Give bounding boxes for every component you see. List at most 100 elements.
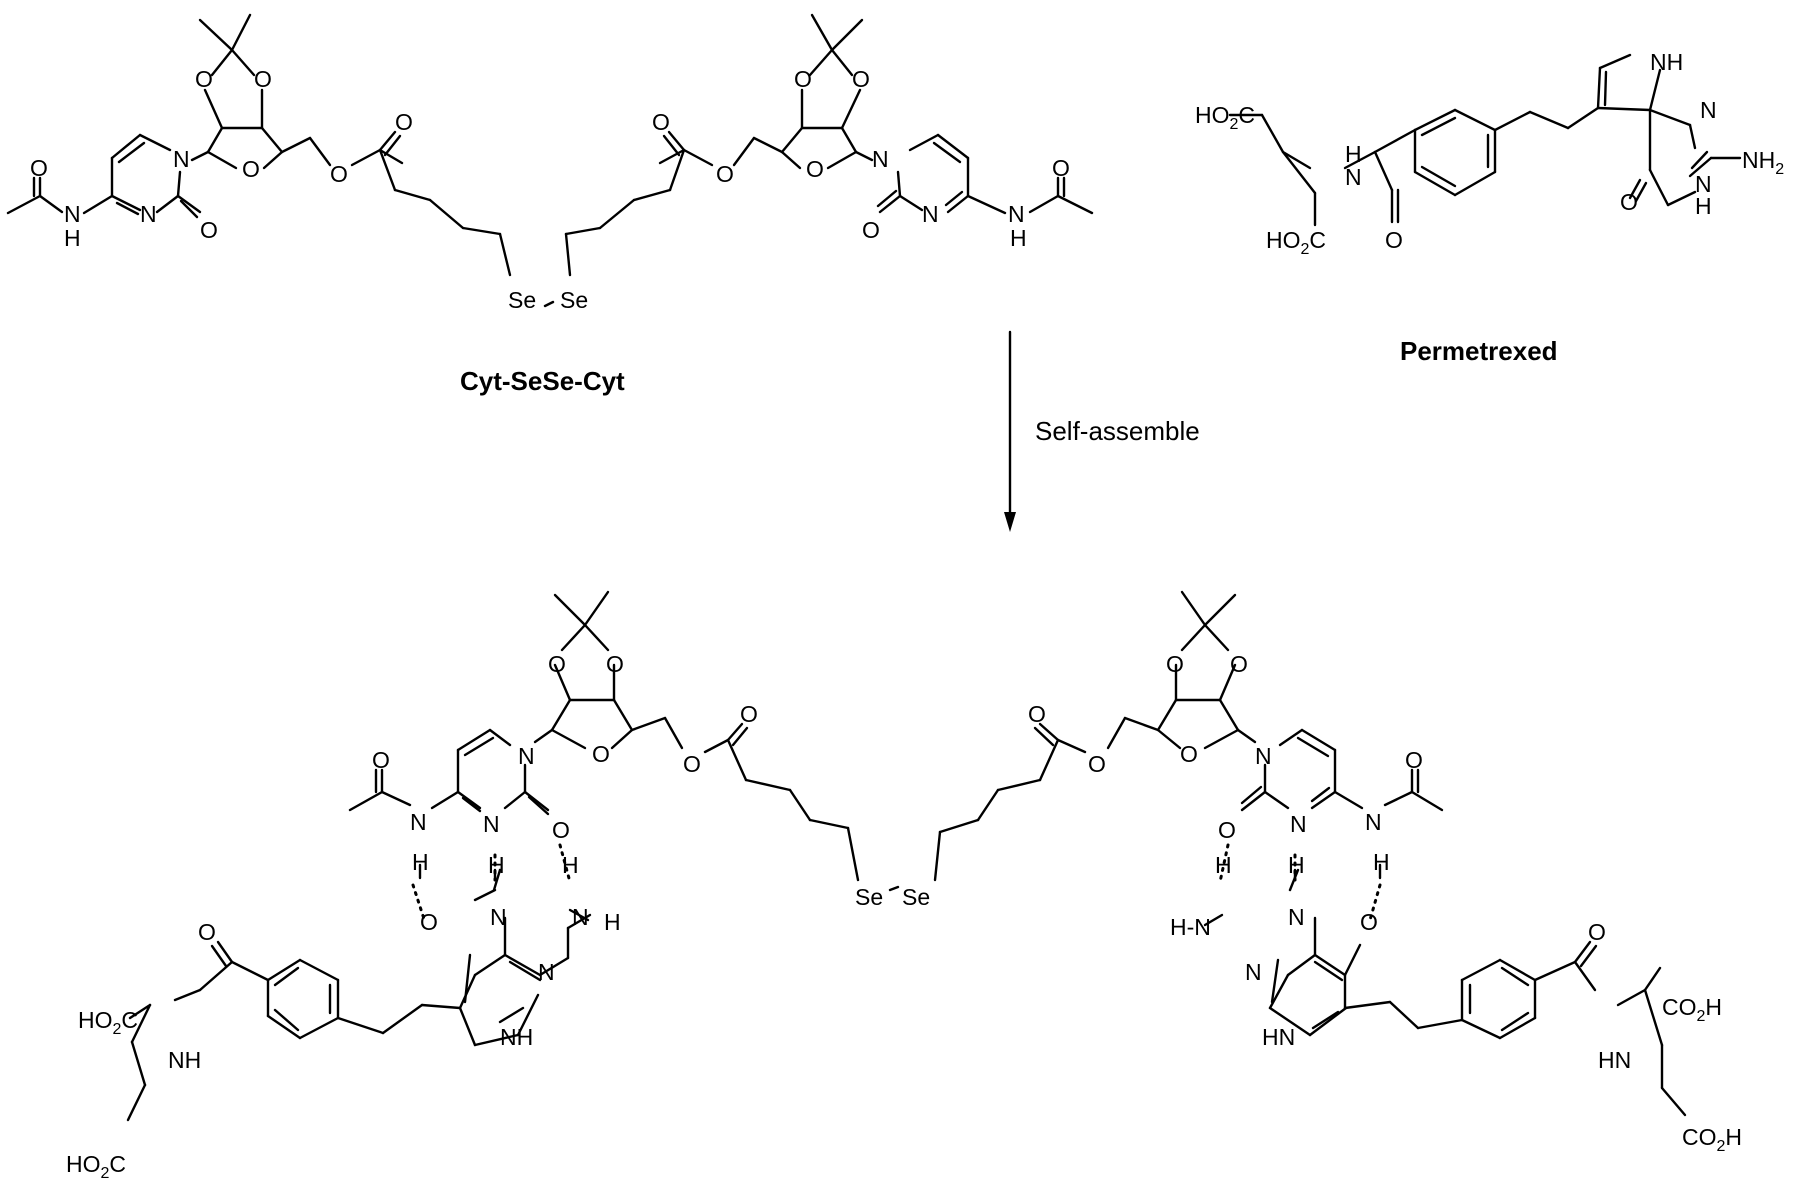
atom-h: H — [412, 849, 429, 875]
atom-o: O — [1230, 651, 1248, 677]
right-compound-caption: Permetrexed — [1400, 336, 1558, 366]
atom-subscript: 2 — [1301, 241, 1310, 258]
atom-label: HO — [78, 1007, 113, 1033]
atom-se: Se — [902, 884, 930, 910]
atom-o: O — [1588, 919, 1606, 945]
atom-subscript: 2 — [1230, 116, 1239, 133]
atom-h: H — [1215, 852, 1232, 878]
atom-subscript: 2 — [101, 1165, 110, 1178]
atom-o: O — [806, 156, 824, 182]
atom-h: H — [1345, 141, 1362, 167]
atom-n: N — [1700, 97, 1717, 123]
atom-subscript: 2 — [1697, 1008, 1706, 1025]
atom-o: O — [652, 109, 670, 135]
atom-se: Se — [560, 287, 588, 313]
atom-o: O — [1088, 751, 1106, 777]
atom-o: O — [420, 909, 438, 935]
atom-ho: HO2C — [1195, 102, 1255, 133]
atom-n: N — [518, 743, 535, 769]
assembled-complex-structure: O O O N N O O N H H H O O Se Se O N N H … — [66, 590, 1742, 1178]
atom-label: HO — [1266, 227, 1301, 253]
atom-hn: H-N — [1170, 914, 1211, 940]
atom-o: O — [1360, 909, 1378, 935]
atom-n: N — [572, 904, 589, 930]
atom-label: C — [109, 1151, 126, 1177]
atom-n: N — [483, 811, 500, 837]
atom-nh: NH — [1650, 49, 1683, 75]
atom-n: N — [64, 201, 81, 227]
cyt-sese-cyt-structure: O O O N N O O N H O O Se Se O O O N N O … — [6, 13, 1094, 396]
atom-h: H — [1373, 849, 1390, 875]
atom-ho: HO2C — [66, 1151, 126, 1178]
atom-o: O — [794, 66, 812, 92]
atom-o: O — [548, 651, 566, 677]
atom-h: H — [1010, 225, 1027, 251]
atom-n: N — [922, 201, 939, 227]
atom-subscript: 2 — [113, 1021, 122, 1038]
atom-o: O — [330, 161, 348, 187]
reaction-arrow: Self-assemble — [1004, 330, 1200, 532]
atom-se: Se — [508, 287, 536, 313]
atom-o: O — [552, 817, 570, 843]
atom-label: H — [1705, 994, 1722, 1020]
permetrexed-structure: HO2C HO2C H N O NH N NH2 N H O Permetrex… — [1195, 49, 1784, 366]
atom-nh: HN — [1598, 1047, 1631, 1073]
atom-o: O — [716, 161, 734, 187]
atom-o: O — [254, 66, 272, 92]
atom-o: O — [242, 156, 260, 182]
atom-o: O — [862, 217, 880, 243]
atom-o: O — [1620, 189, 1638, 215]
atom-n: N — [1245, 959, 1262, 985]
atom-n: N — [410, 809, 427, 835]
atom-label: CO — [1682, 1124, 1717, 1150]
left-compound-caption: Cyt-SeSe-Cyt — [460, 366, 625, 396]
atom-o: O — [30, 155, 48, 181]
atom-o: O — [200, 217, 218, 243]
atom-o: O — [195, 66, 213, 92]
atom-o: O — [1028, 701, 1046, 727]
atom-n: N — [1288, 904, 1305, 930]
atom-o: O — [198, 919, 216, 945]
atom-o: O — [1385, 227, 1403, 253]
atom-nh: NH2 — [1742, 147, 1784, 178]
atom-label: CO — [1662, 994, 1697, 1020]
atom-h: H — [562, 852, 579, 878]
atom-o: O — [395, 109, 413, 135]
atom-ho: HO2C — [78, 1007, 138, 1038]
atom-n: N — [1008, 201, 1025, 227]
atom-n: N — [140, 201, 157, 227]
atom-h: H — [1695, 193, 1712, 219]
atom-ho: HO2C — [1266, 227, 1326, 258]
atom-o: O — [592, 741, 610, 767]
atom-n: N — [490, 904, 507, 930]
atom-subscript: 2 — [1775, 161, 1784, 178]
atom-o: O — [606, 651, 624, 677]
atom-o: O — [1052, 155, 1070, 181]
arrow-label: Self-assemble — [1035, 416, 1200, 446]
atom-n: N — [1695, 171, 1712, 197]
atom-subscript: 2 — [1717, 1138, 1726, 1155]
atom-n: N — [1345, 164, 1362, 190]
atom-h: H — [64, 225, 81, 251]
atom-label: HO — [66, 1151, 101, 1177]
atom-o: O — [1405, 747, 1423, 773]
atom-n: N — [538, 959, 555, 985]
atom-o: O — [372, 747, 390, 773]
atom-co2h: CO2H — [1682, 1124, 1742, 1155]
atom-n: N — [173, 146, 190, 172]
atom-o: O — [1180, 741, 1198, 767]
atom-nh: NH — [500, 1024, 533, 1050]
atom-n: N — [1365, 809, 1382, 835]
atom-nh: NH — [168, 1047, 201, 1073]
atom-h: H — [604, 909, 621, 935]
atom-label: NH — [1742, 147, 1775, 173]
atom-h: H — [1288, 852, 1305, 878]
atom-n: N — [1255, 743, 1272, 769]
atom-label: C — [121, 1007, 138, 1033]
atom-n: N — [1290, 811, 1307, 837]
atom-o: O — [683, 751, 701, 777]
atom-co2h: CO2H — [1662, 994, 1722, 1025]
atom-o: O — [1166, 651, 1184, 677]
atom-o: O — [740, 701, 758, 727]
